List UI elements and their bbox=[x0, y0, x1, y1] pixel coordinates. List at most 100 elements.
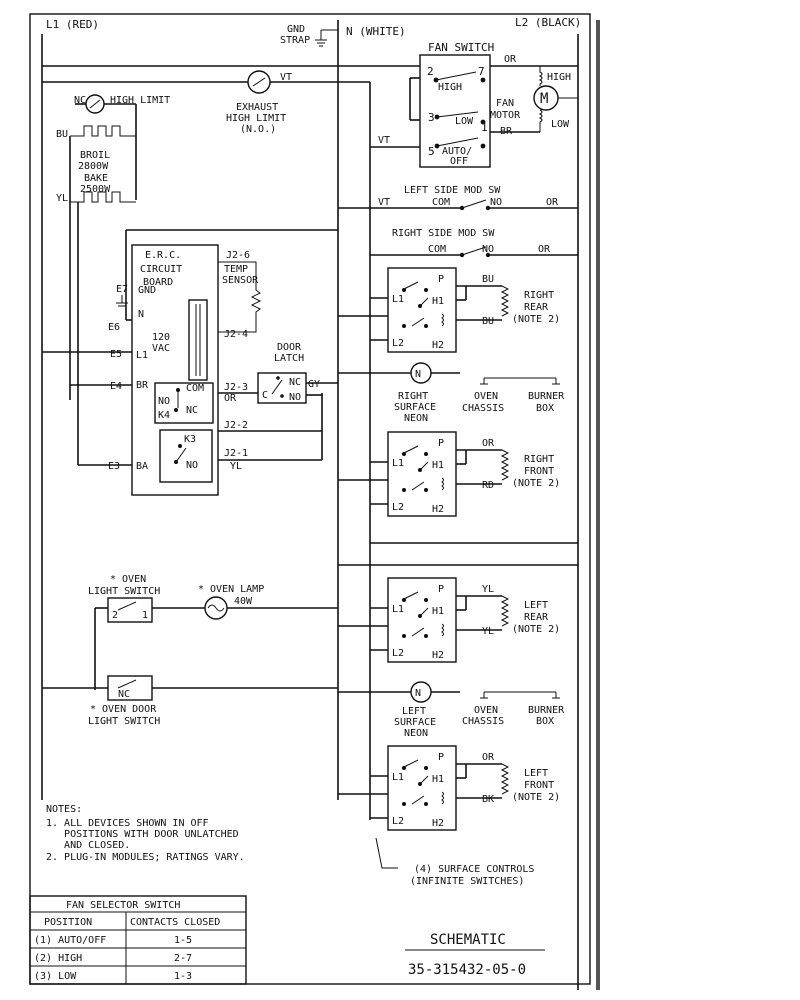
element-label-3: (NOTE 2) bbox=[512, 314, 560, 325]
schematic-title: SCHEMATIC bbox=[430, 932, 506, 948]
left-neon-label-3: NEON bbox=[404, 728, 428, 739]
oven-lamp-label: * OVEN LAMP bbox=[198, 584, 264, 595]
surface-note-1: (4) SURFACE CONTROLS bbox=[414, 864, 534, 875]
erc-ba: BA bbox=[136, 461, 148, 472]
fan-table-row2-pos: (2) HIGH bbox=[34, 953, 82, 964]
broil-bu: BU bbox=[56, 129, 68, 140]
wire-color-bottom: BK bbox=[482, 794, 494, 805]
surface-element-icon bbox=[500, 595, 510, 627]
surface-note-2: (INFINITE SWITCHES) bbox=[410, 876, 524, 887]
broil-label: BROIL bbox=[80, 150, 110, 161]
erc-br: BR bbox=[136, 380, 149, 391]
motor-coil-low bbox=[538, 109, 543, 132]
left-mod-vt: VT bbox=[378, 197, 390, 208]
left-neon-label-1: LEFT bbox=[402, 706, 426, 717]
fan-tap-high: HIGH bbox=[547, 72, 571, 83]
chassis-ground-right bbox=[480, 377, 560, 385]
temp-label: TEMP bbox=[224, 264, 248, 275]
switch-pin-l2: L2 bbox=[392, 648, 404, 659]
erc-title-1: E.R.C. bbox=[145, 250, 181, 261]
erc-vac-1: 120 bbox=[152, 332, 170, 343]
switch-pin-h2: H2 bbox=[432, 650, 444, 661]
fan-pin-1: 1 bbox=[481, 121, 488, 134]
wire-color-top: BU bbox=[482, 274, 494, 285]
k4-label: K4 bbox=[158, 410, 170, 421]
infinite-switch-box bbox=[387, 431, 457, 517]
door-latch-label-2: LATCH bbox=[274, 353, 304, 364]
oven-lamp-watts: 40W bbox=[234, 596, 253, 607]
left-neon-label-2: SURFACE bbox=[394, 717, 436, 728]
chassis-l-oven: OVEN bbox=[474, 705, 498, 716]
switch-pin-p: P bbox=[438, 752, 444, 763]
erc-title-2: CIRCUIT bbox=[140, 264, 182, 275]
j24: J2-4 bbox=[224, 329, 248, 340]
high-limit-nc: NC bbox=[74, 95, 86, 106]
fan-switch-box bbox=[419, 54, 491, 168]
element-label-2: REAR bbox=[524, 302, 549, 313]
fan-motor-m: M bbox=[540, 91, 548, 107]
erc-vac-2: VAC bbox=[152, 343, 170, 354]
oven-lamp-icon bbox=[204, 596, 228, 620]
switch-pin-l2: L2 bbox=[392, 816, 404, 827]
switch-pin-p: P bbox=[438, 274, 444, 285]
wire-color-top: YL bbox=[482, 584, 494, 595]
exhaust-label-1: EXHAUST bbox=[236, 102, 278, 113]
door-latch-box bbox=[257, 372, 307, 404]
chassis-r-chassis: CHASSIS bbox=[462, 403, 504, 414]
exhaust-vt: VT bbox=[280, 72, 292, 83]
fan-pin-3: 3 bbox=[428, 111, 435, 124]
surface-element-icon bbox=[500, 449, 510, 481]
exhaust-high-limit-icon bbox=[247, 70, 271, 94]
ground-icon bbox=[315, 29, 338, 47]
erc-n: N bbox=[138, 309, 144, 320]
oven-light-pin1: 1 bbox=[142, 610, 148, 621]
switch-pin-l1: L1 bbox=[392, 772, 404, 783]
left-mod-contact bbox=[461, 199, 487, 209]
oven-light-label-2: LIGHT SWITCH bbox=[88, 586, 160, 597]
fan-pos-off: OFF bbox=[450, 156, 468, 167]
switch-pin-h1: H1 bbox=[432, 460, 444, 471]
surface-element-icon bbox=[500, 763, 510, 795]
right-mod-contact bbox=[461, 246, 487, 256]
element-label-1: LEFT bbox=[524, 768, 548, 779]
door-latch-c: C bbox=[262, 390, 268, 401]
element-label-1: RIGHT bbox=[524, 290, 554, 301]
notes-line-2: POSITIONS WITH DOOR UNLATCHED bbox=[46, 829, 239, 840]
erc-gnd: GND bbox=[138, 285, 156, 296]
switch-pin-h1: H1 bbox=[432, 606, 444, 617]
k3-no: NO bbox=[186, 460, 198, 471]
chassis-l-burner: BURNER bbox=[528, 705, 565, 716]
erc-title-3: BOARD bbox=[143, 277, 173, 288]
k3-label: K3 bbox=[184, 434, 196, 445]
k4-nc: NC bbox=[186, 405, 198, 416]
wire-br-fan: BR bbox=[500, 126, 513, 137]
surface-note-leader bbox=[375, 837, 398, 869]
infinite-switch-box bbox=[387, 267, 457, 353]
broil-element-icon bbox=[70, 125, 136, 137]
right-mod-com: COM bbox=[428, 244, 446, 255]
exhaust-label-3: (N.O.) bbox=[240, 124, 276, 135]
fan-table-header-position: POSITION bbox=[44, 917, 92, 928]
right-neon-label-2: SURFACE bbox=[394, 402, 436, 413]
door-latch-label-1: DOOR bbox=[277, 342, 302, 353]
erc-board-box bbox=[131, 244, 219, 496]
switch-pin-p: P bbox=[438, 584, 444, 595]
bake-yl: YL bbox=[56, 193, 68, 204]
oven-door-nc: NC bbox=[118, 689, 130, 700]
erc-l1: L1 bbox=[136, 350, 148, 361]
left-neon-sym: N bbox=[415, 688, 421, 699]
oven-door-label-1: * OVEN DOOR bbox=[90, 704, 157, 715]
element-label-2: FRONT bbox=[524, 780, 554, 791]
temp-sensor-icon bbox=[218, 261, 262, 333]
fan-table-row3-contacts: 1-3 bbox=[174, 971, 192, 982]
element-label-2: FRONT bbox=[524, 466, 554, 477]
fan-pin-5: 5 bbox=[428, 145, 435, 158]
fan-table-row1-contacts: 1-5 bbox=[174, 935, 192, 946]
wire-color-bottom: BU bbox=[482, 316, 494, 327]
right-mod-title: RIGHT SIDE MOD SW bbox=[392, 228, 495, 239]
rail-n-label: N (WHITE) bbox=[346, 25, 406, 38]
fan-pin-2: 2 bbox=[427, 65, 434, 78]
